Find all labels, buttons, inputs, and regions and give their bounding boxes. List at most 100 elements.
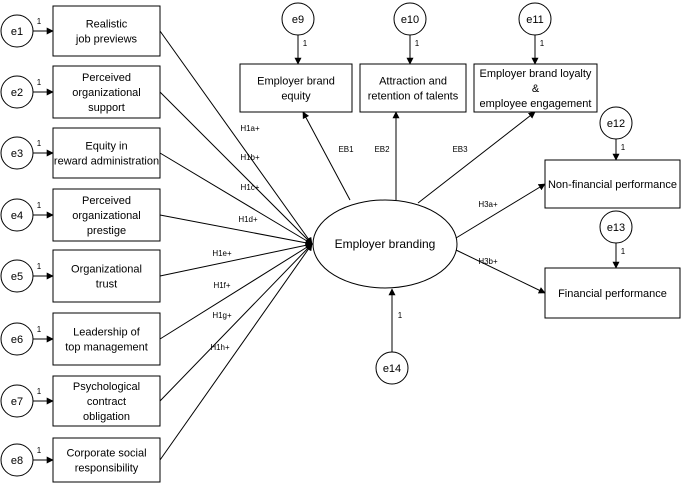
antecedent-box-e7 — [52, 375, 161, 427]
path-e6-to-branding — [159, 243, 313, 340]
antecedent-box-e3 — [52, 127, 161, 179]
antecedent-label-e2: organizational — [72, 87, 141, 99]
error-term-e10 — [393, 2, 427, 36]
antecedent-label-e7: contract — [87, 396, 126, 408]
error-label-e12: e12 — [607, 118, 625, 130]
error-term-e7 — [0, 384, 34, 418]
error-term-e6 — [0, 322, 34, 356]
antecedent-box-e8 — [52, 437, 161, 483]
error-label-e4: e4 — [11, 210, 23, 222]
path-e7-to-branding — [159, 243, 313, 402]
path-e1-to-branding — [159, 30, 313, 245]
error-label-e1: e1 — [11, 26, 23, 38]
loading-label-e14: 1 — [398, 311, 403, 320]
path-label-e8: H1h+ — [210, 343, 230, 352]
path-label-e1: H1a+ — [240, 124, 260, 133]
error-term-e3 — [0, 136, 34, 170]
performance-box-e13 — [544, 267, 681, 319]
outcome-label-e10: retention of talents — [368, 91, 459, 103]
antecedent-box-e1 — [52, 5, 161, 57]
antecedent-label-e8: Corporate social — [66, 448, 146, 460]
loading-label-e4: 1 — [37, 201, 42, 210]
error-term-e1 — [0, 14, 34, 48]
error-label-e10: e10 — [401, 14, 419, 26]
path-branding-to-e12 — [455, 183, 546, 239]
path-branding-to-e13 — [455, 249, 546, 294]
antecedent-label-e5: Organizational — [71, 264, 142, 276]
error-term-e8 — [0, 443, 34, 477]
outcome-box-e9 — [239, 63, 353, 113]
employer-branding-construct — [312, 199, 458, 289]
error-term-e5 — [0, 259, 34, 293]
outcome-box-e11 — [473, 63, 598, 113]
antecedent-label-e4: prestige — [87, 225, 126, 237]
path-e5-to-branding — [159, 241, 313, 277]
loading-label-e2: 1 — [37, 78, 42, 87]
path-label-e11: EB3 — [452, 145, 468, 154]
path-label-e12: H3a+ — [478, 200, 498, 209]
path-label-e6: H1f+ — [213, 281, 230, 290]
loading-label-e9: 1 — [303, 39, 308, 48]
loading-label-e8: 1 — [37, 446, 42, 455]
error-label-e3: e3 — [11, 148, 23, 160]
antecedent-label-e4: Perceived — [82, 195, 131, 207]
error-label-e13: e13 — [607, 222, 625, 234]
path-label-e13: H3b+ — [478, 257, 498, 266]
antecedent-label-e1: job previews — [75, 34, 138, 46]
loading-label-e3: 1 — [37, 139, 42, 148]
path-label-e4: H1d+ — [238, 215, 258, 224]
path-label-e9: EB1 — [338, 145, 354, 154]
performance-label-e13: Financial performance — [558, 288, 667, 300]
loading-label-e6: 1 — [37, 325, 42, 334]
antecedent-label-e8: responsibility — [75, 463, 139, 475]
error-label-e11: e11 — [526, 14, 544, 26]
path-branding-to-e9 — [302, 111, 351, 201]
antecedent-label-e6: top management — [65, 342, 148, 354]
antecedent-box-e4 — [52, 188, 161, 242]
loading-label-e12: 1 — [621, 143, 626, 152]
antecedent-label-e2: Perceived — [82, 72, 131, 84]
path-label-e5: H1e+ — [212, 249, 232, 258]
outcome-label-e9: Employer brand — [257, 76, 335, 88]
connector-layer — [33, 27, 620, 464]
error-term-e4 — [0, 198, 34, 232]
antecedent-label-e4: organizational — [72, 210, 141, 222]
path-label-e7: H1g+ — [212, 311, 232, 320]
path-e4-to-branding — [159, 214, 313, 247]
error-label-e9: e9 — [292, 14, 304, 26]
error-label-e2: e2 — [11, 87, 23, 99]
outcome-box-e10 — [359, 63, 467, 113]
loading-label-e7: 1 — [37, 387, 42, 396]
loading-label-e5: 1 — [37, 262, 42, 271]
error-label-e8: e8 — [11, 455, 23, 467]
antecedent-label-e2: support — [88, 102, 125, 114]
error-label-e6: e6 — [11, 334, 23, 346]
outcome-label-e11: & — [532, 83, 540, 95]
error-term-e9 — [281, 2, 315, 36]
path-label-e10: EB2 — [374, 145, 390, 154]
antecedent-label-e1: Realistic — [86, 19, 128, 31]
loading-label-e1: 1 — [37, 17, 42, 26]
antecedent-label-e7: Psychological — [73, 381, 140, 393]
antecedent-label-e3: Equity in — [85, 141, 127, 153]
antecedent-label-e6: Leadership of — [73, 327, 141, 339]
antecedent-label-e7: obligation — [83, 411, 130, 423]
performance-label-e12: Non-financial performance — [548, 179, 677, 191]
error-label-e5: e5 — [11, 271, 23, 283]
loading-label-e11: 1 — [540, 39, 545, 48]
path-branding-to-e11 — [417, 111, 536, 204]
antecedent-box-e2 — [52, 65, 161, 119]
outcome-label-e9: equity — [281, 91, 311, 103]
error-label-e7: e7 — [11, 396, 23, 408]
error-term-e14 — [375, 351, 409, 385]
outcome-label-e11: employee engagement — [480, 98, 592, 110]
performance-box-e12 — [544, 159, 681, 209]
path-e8-to-branding — [159, 243, 313, 461]
outcome-label-e11: Employer brand loyalty — [480, 68, 592, 80]
path-e3-to-branding — [159, 152, 313, 245]
loading-label-e10: 1 — [415, 39, 420, 48]
employer-branding-label: Employer branding — [335, 237, 436, 251]
